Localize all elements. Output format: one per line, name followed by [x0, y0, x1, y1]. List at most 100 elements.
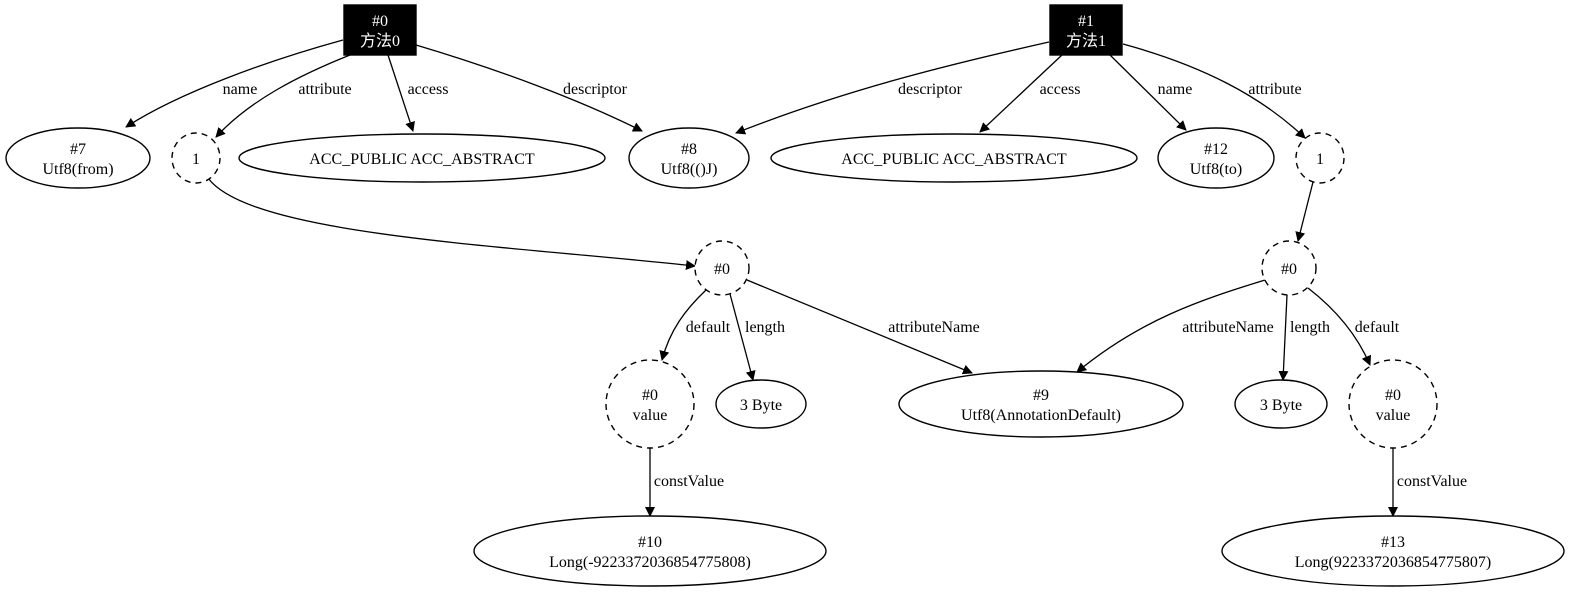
edge-h0-b0: length: [729, 293, 785, 381]
edge-a1-h1: [1295, 181, 1314, 242]
node-label-line: #0: [642, 387, 658, 404]
edge-arrow: [979, 54, 1063, 133]
node-label-line: #7: [70, 141, 86, 158]
edge-label-length: length: [745, 319, 785, 336]
node-label-line: 3 Byte: [1260, 397, 1302, 414]
node-label-line: ACC_PUBLIC ACC_ABSTRACT: [841, 151, 1067, 168]
node-label-line: Utf8(AnnotationDefault): [961, 407, 1121, 424]
node-label-line: 方法1: [1066, 32, 1106, 50]
dashed-node-ellipse: [1295, 132, 1345, 184]
node-label-line: #10: [638, 534, 662, 551]
node-ellipse: [1157, 127, 1275, 189]
edge-m1-n12: name: [1109, 54, 1193, 131]
node-ellipse: [898, 370, 1184, 438]
edge-arrow: [207, 177, 696, 271]
node-label-line: value: [1376, 407, 1411, 424]
edge-label-constvalue: constValue: [654, 473, 724, 490]
node-acc1: ACC_PUBLIC ACC_ABSTRACT: [770, 133, 1138, 183]
node-a1: 1: [1295, 132, 1345, 184]
edge-arrow: [746, 279, 973, 375]
node-ellipse: [473, 515, 827, 587]
node-label-line: #9: [1033, 387, 1049, 404]
edge-label-access: access: [408, 81, 449, 98]
edge-a0-h0: [207, 177, 696, 271]
edge-m1-acc1: access: [979, 54, 1081, 133]
node-label-line: 1: [192, 151, 200, 168]
edge-m0-acc0: access: [387, 54, 449, 132]
node-label-line: Long(9223372036854775807): [1295, 554, 1491, 571]
edge-m1-n8: descriptor: [735, 41, 1050, 135]
dashed-node-ellipse: [694, 240, 750, 296]
edge-label-descriptor: descriptor: [563, 81, 628, 98]
node-b0: 3 Byte: [715, 379, 807, 429]
edge-label-descriptor: descriptor: [898, 81, 963, 98]
edge-h1-n9: attributeName: [1076, 279, 1274, 373]
node-label-line: #13: [1381, 534, 1405, 551]
node-a0: 1: [171, 132, 221, 184]
node-ellipse: [5, 127, 151, 189]
node-label-line: Long(-9223372036854775808): [549, 554, 751, 571]
dashed-node-ellipse: [605, 359, 695, 449]
edge-arrow: [1109, 54, 1187, 131]
edge-m1-a1: attribute: [1122, 43, 1306, 139]
edge-h1-v1: default: [1307, 287, 1400, 366]
edge-arrow: [215, 54, 351, 138]
edge-label-access: access: [1040, 81, 1081, 98]
edge-arrow: [387, 54, 415, 132]
edge-arrow: [1295, 181, 1314, 242]
edge-label-length: length: [1290, 319, 1330, 336]
node-ellipse: [628, 127, 750, 189]
node-label-line: 3 Byte: [740, 397, 782, 414]
edge-label-attributename: attributeName: [1182, 319, 1274, 336]
edge-label-name: name: [223, 81, 258, 98]
node-label-line: ACC_PUBLIC ACC_ABSTRACT: [309, 151, 535, 168]
edge-v0-n10: constValue: [645, 448, 724, 517]
node-label-line: Utf8(()J): [661, 161, 718, 178]
node-label-line: #0: [714, 261, 730, 278]
node-h1: #0: [1261, 240, 1317, 296]
edge-label-attributename: attributeName: [888, 319, 980, 336]
node-ellipse: [1221, 515, 1565, 587]
dashed-node-ellipse: [1348, 359, 1438, 449]
edge-label-attribute: attribute: [298, 81, 351, 98]
node-label-line: Utf8(to): [1190, 161, 1242, 178]
method-box: [1049, 4, 1123, 56]
edge-arrow: [1122, 43, 1306, 139]
node-label-line: #8: [681, 141, 697, 158]
node-ellipse: [238, 133, 606, 183]
node-label-line: value: [633, 407, 668, 424]
node-ellipse: [770, 133, 1138, 183]
edge-h0-n9: attributeName: [746, 279, 980, 375]
node-label-line: 方法0: [360, 32, 400, 50]
node-b1: 3 Byte: [1234, 379, 1328, 429]
node-label-line: #1: [1078, 13, 1094, 30]
method-box: [343, 4, 417, 56]
edge-label-default: default: [686, 319, 731, 336]
node-h0: #0: [694, 240, 750, 296]
edge-arrow: [125, 39, 344, 128]
edge-arrow: [415, 44, 643, 132]
edge-m0-a0: attribute: [215, 54, 352, 138]
node-v0: #0 value: [605, 359, 695, 449]
node-label-line: #12: [1204, 141, 1228, 158]
edge-label-name: name: [1158, 81, 1193, 98]
node-ellipse: [1234, 379, 1328, 429]
edge-arrow: [729, 293, 756, 381]
edge-arrow: [735, 41, 1050, 135]
edge-arrow: [1278, 294, 1289, 381]
node-v1: #0 value: [1348, 359, 1438, 449]
edge-m0-n8: descriptor: [415, 44, 643, 132]
edge-label-constvalue: constValue: [1397, 473, 1467, 490]
node-label-line: #0: [1385, 387, 1401, 404]
dashed-node-ellipse: [171, 132, 221, 184]
edge-h1-b1: length: [1278, 294, 1330, 381]
